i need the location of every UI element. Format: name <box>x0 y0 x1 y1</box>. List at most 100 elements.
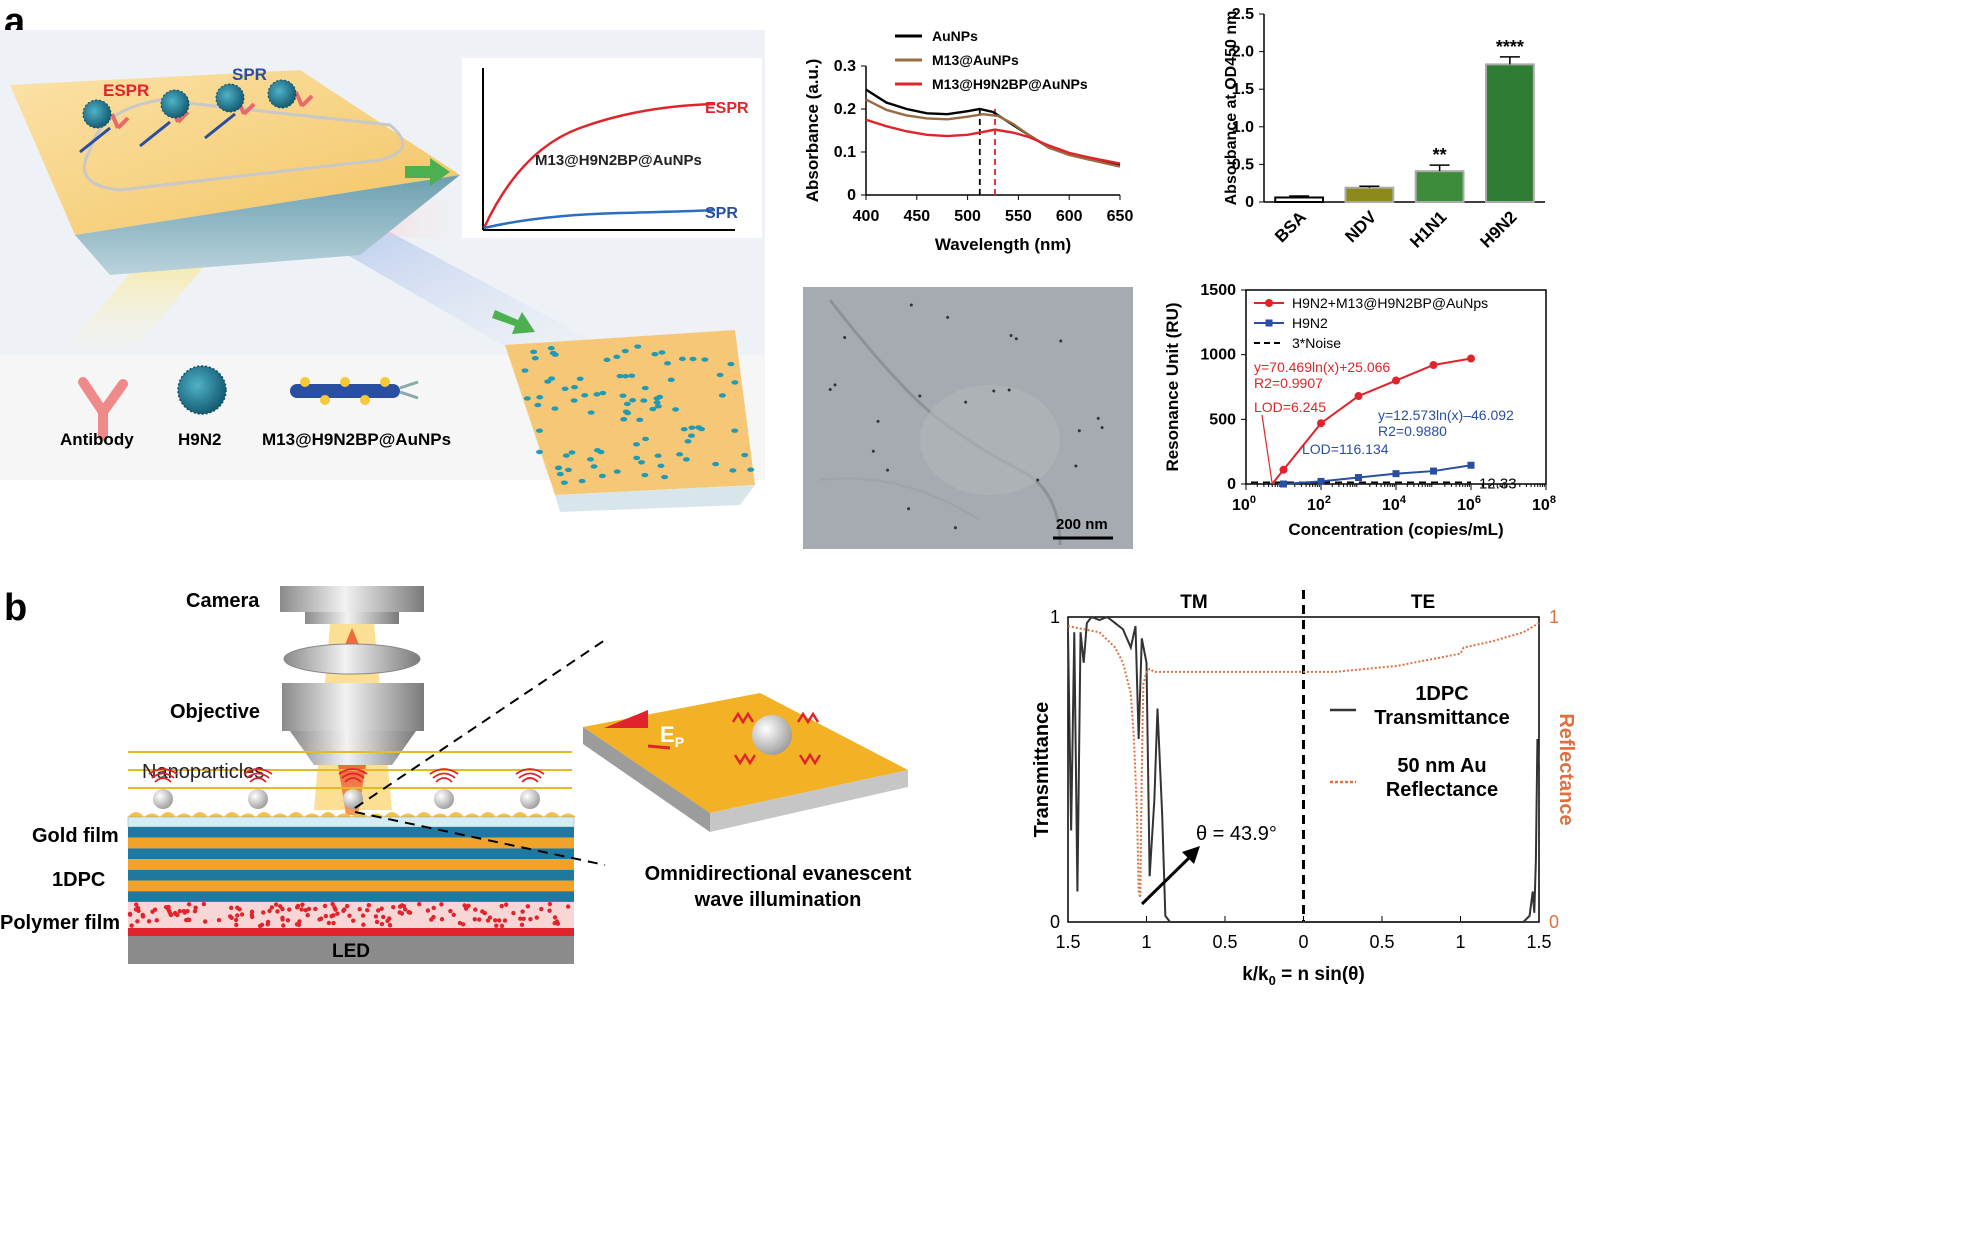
surface-dot <box>664 361 672 366</box>
emission-arc <box>435 777 453 783</box>
pc-label: 1DPC <box>52 869 105 891</box>
nanoparticle <box>153 789 173 809</box>
ep-field-wedge <box>604 710 648 728</box>
blue-fit-equation: y=12.573ln(x)–46.092 <box>1378 407 1514 423</box>
polymer-dot <box>257 923 263 929</box>
objective-body <box>282 683 424 731</box>
legend-label: 1DPC <box>1415 683 1468 705</box>
tem-dot <box>1014 337 1018 341</box>
x-tick-label: 600 <box>1056 208 1083 225</box>
data-point <box>1429 361 1438 370</box>
legend-marker <box>1265 299 1273 307</box>
polymer-dot <box>134 902 139 907</box>
red-lod-pointer <box>1261 414 1273 485</box>
inset-nanoparticle <box>752 715 792 755</box>
surface-dot <box>544 379 552 384</box>
surface-dot <box>676 452 684 457</box>
emission-arc <box>243 768 273 775</box>
surface-dot <box>536 395 544 400</box>
y-tick-label: 0 <box>847 187 856 204</box>
polymer-dot <box>322 903 328 909</box>
y-tick-label: 0 <box>1245 194 1254 211</box>
surface-dot <box>633 455 641 461</box>
surface-dot <box>593 448 601 453</box>
surface-dot <box>640 398 648 403</box>
legend-label: M13@H9N2BP@AuNPs <box>932 76 1088 92</box>
surface-dot <box>688 425 696 430</box>
polymer-dot <box>294 922 300 927</box>
polymer-dot <box>135 905 141 911</box>
surface-dot <box>661 474 669 480</box>
spr-label: SPR <box>232 65 267 84</box>
angle-arrow <box>1140 853 1194 906</box>
pc-layer <box>128 859 574 870</box>
pc-layer <box>128 869 574 881</box>
polymer-dot <box>360 913 366 918</box>
polymer-dot <box>344 903 350 909</box>
panel-label-b: b <box>4 587 27 629</box>
polymer-dot <box>326 920 332 926</box>
caption-line-2: wave illumination <box>694 889 862 911</box>
surface-dot <box>593 392 601 397</box>
tem-dot <box>833 383 837 387</box>
ep-label: EP <box>660 722 684 750</box>
red-fit-equation: y=70.469ln(x)+25.066 <box>1254 359 1390 375</box>
noise-value-label: 12.33 <box>1479 475 1517 492</box>
surface-dot <box>656 394 664 400</box>
polymer-dot <box>448 908 453 914</box>
surface-dot <box>590 464 598 469</box>
legend-marker <box>1265 319 1273 327</box>
polymer-dot <box>480 909 485 914</box>
polymer-dot <box>177 909 183 914</box>
tem-dot <box>953 526 957 530</box>
surface-dot <box>587 410 595 415</box>
polymer-dot <box>472 917 477 922</box>
tem-dot <box>918 394 922 398</box>
polymer-dot <box>385 918 390 924</box>
polymer-dot <box>129 923 134 928</box>
y-tick-label-right: 1 <box>1549 607 1559 627</box>
polymer-dot <box>168 912 174 918</box>
camera-label: Camera <box>186 590 260 612</box>
y-tick-label: 500 <box>1209 411 1236 428</box>
green-arrow-right <box>405 158 450 186</box>
category-label: H9N2 <box>1477 207 1521 251</box>
surface-dot <box>642 436 650 442</box>
surface-dot <box>651 351 659 357</box>
polymer-dot <box>457 920 463 926</box>
polymer-dot <box>239 912 245 917</box>
y-axis-label: Absorbance (a.u.) <box>803 59 822 203</box>
emission-arc <box>432 772 456 779</box>
curve-inset <box>462 58 762 238</box>
polymer-dot <box>391 904 396 910</box>
region-label-tm: TM <box>1180 592 1207 613</box>
blue-lod-label: LOD=116.134 <box>1302 441 1389 457</box>
surface-dot <box>718 393 726 398</box>
data-point <box>1392 470 1400 478</box>
polymer-dot <box>425 908 431 913</box>
polymer-dot <box>303 908 308 913</box>
polymer-dot <box>267 908 272 914</box>
polymer-dot <box>331 913 336 918</box>
surface-dot <box>578 478 586 484</box>
polymer-dot <box>379 906 384 911</box>
polymer-dot <box>547 908 552 913</box>
surface-dot <box>613 469 621 474</box>
surface-dot <box>632 442 640 447</box>
zoom-line-bottom <box>354 811 606 866</box>
emission-arc <box>515 768 545 775</box>
tem-image: 200 nm <box>803 287 1133 549</box>
y-tick-label: 1000 <box>1200 347 1236 364</box>
polymer-dot <box>127 911 133 917</box>
x-tick-label: 0.5 <box>1369 932 1394 952</box>
polymer-dot <box>473 907 478 912</box>
polymer-dot <box>269 905 275 910</box>
legend-label: AuNPs <box>932 28 978 44</box>
polymer-dot <box>163 904 169 910</box>
polymer-dot <box>249 912 255 917</box>
surface-dot <box>622 409 630 414</box>
surface-dot <box>534 402 542 408</box>
spr-curve <box>483 208 716 230</box>
